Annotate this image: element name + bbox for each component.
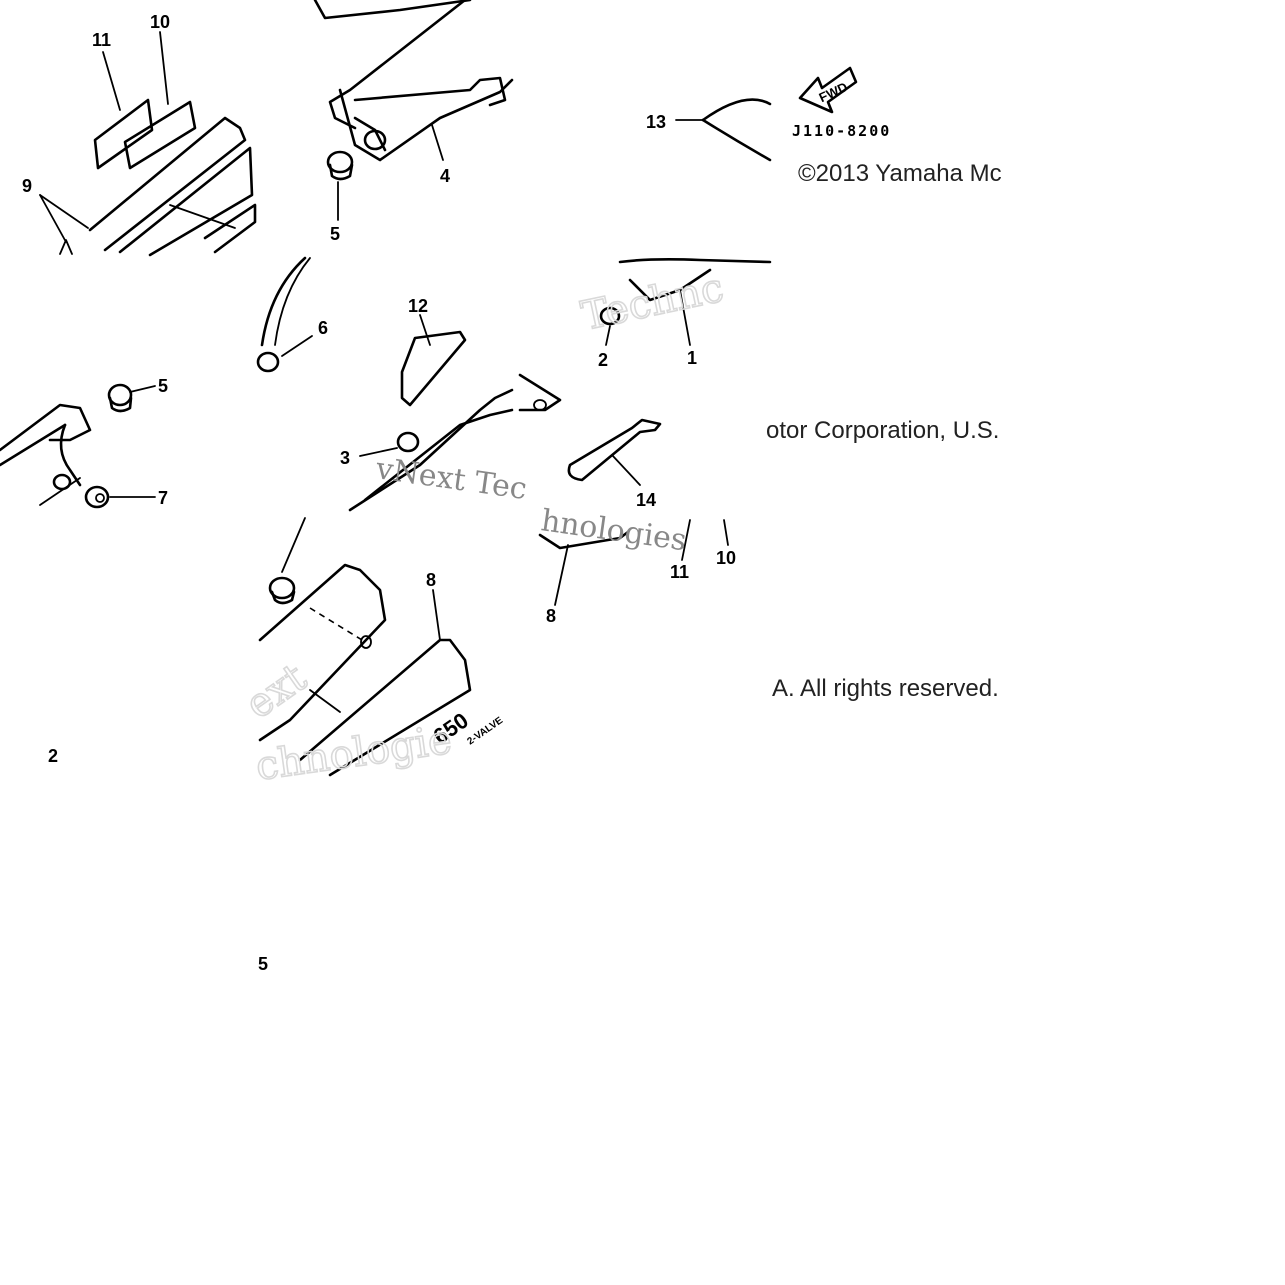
watermark: Technc vNext Tec hnologies ext chnologie — [237, 264, 729, 791]
callout-5: 5 — [330, 224, 340, 244]
side-bracket-group — [0, 383, 156, 509]
callout-1: 1 — [687, 348, 697, 368]
svg-text:FWD: FWD — [817, 79, 850, 105]
callout-8: 8 — [426, 570, 436, 590]
part-code: J110-8200 — [792, 122, 891, 140]
svg-text:2-VALVE: 2-VALVE — [465, 715, 505, 748]
callout-3: 3 — [340, 448, 350, 468]
callout-8b: 8 — [546, 606, 556, 626]
callout-6: 6 — [318, 318, 328, 338]
svg-text:Technc: Technc — [578, 265, 728, 340]
rear-cover-part-1 — [599, 258, 772, 346]
trim-part-8 — [538, 519, 729, 606]
callout-12: 12 — [408, 296, 428, 316]
callout-13: 13 — [646, 112, 666, 132]
callout-7: 7 — [158, 488, 168, 508]
callout-5c: 5 — [258, 954, 268, 974]
decal-group-10-11 — [59, 98, 257, 257]
copyright-line-1: ©2013 Yamaha Mc — [798, 160, 1002, 187]
bracket-part-14 — [518, 373, 662, 486]
callout-labels: 11 10 9 5 4 13 6 12 2 1 5 3 7 14 11 10 8… — [22, 12, 736, 974]
callout-10b: 10 — [716, 548, 736, 568]
svg-text:chnologie: chnologie — [253, 717, 454, 790]
side-cover-group — [256, 256, 514, 512]
svg-text:ext: ext — [237, 655, 314, 728]
callout-2b: 2 — [48, 746, 58, 766]
callout-10: 10 — [150, 12, 170, 32]
callout-11: 11 — [92, 30, 111, 50]
grommet-part-5 — [326, 124, 444, 221]
callout-11b: 11 — [670, 562, 689, 582]
svg-text:hnologies: hnologies — [539, 503, 689, 558]
copyright-line-2: otor Corporation, U.S. — [766, 417, 1000, 444]
callout-4: 4 — [440, 166, 450, 186]
seat-part-13 — [675, 98, 772, 162]
callout-9: 9 — [22, 176, 32, 196]
copyright-line-3: A. All rights reserved. — [772, 675, 999, 702]
callout-14: 14 — [636, 490, 656, 510]
callout-2: 2 — [598, 350, 608, 370]
svg-text:vNext Tec: vNext Tec — [373, 451, 529, 507]
bracket-part-4 — [313, 0, 514, 162]
fwd-arrow-icon: FWD — [798, 66, 858, 114]
leader-lines-a — [39, 31, 169, 243]
callout-5b: 5 — [158, 376, 168, 396]
